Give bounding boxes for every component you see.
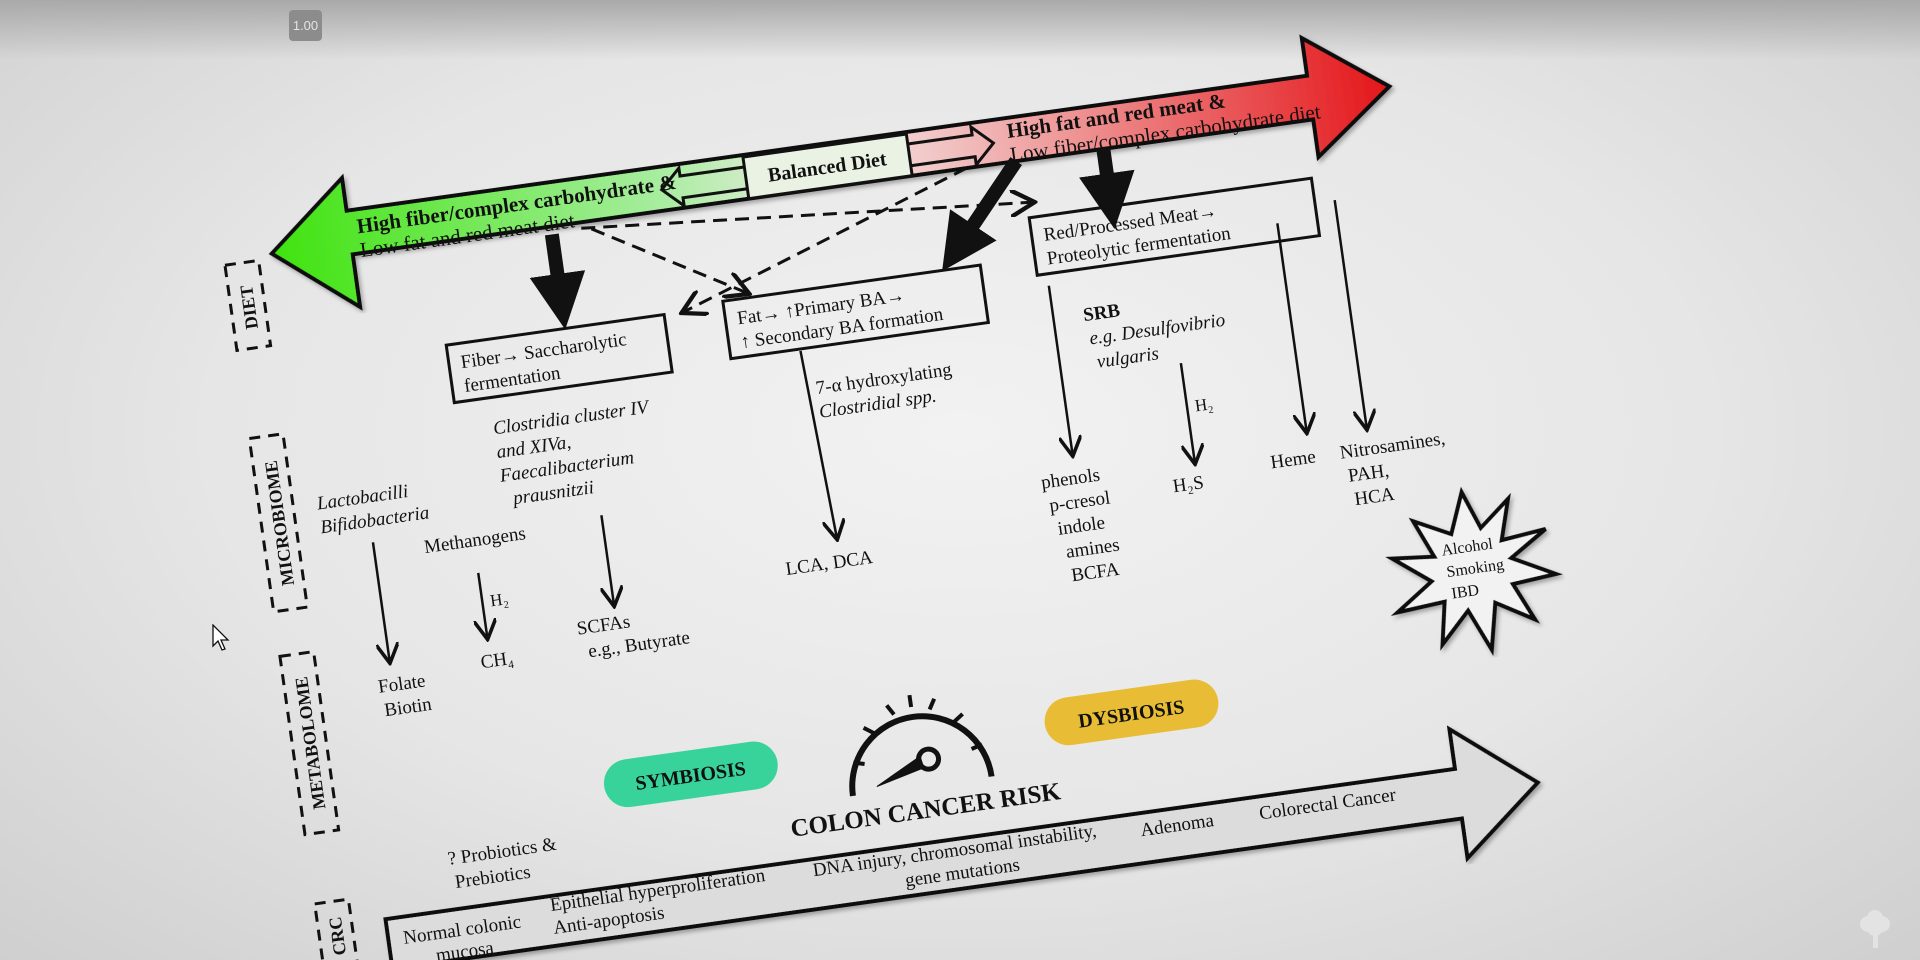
lactobacilli-label: Lactobacilli Bifidobacteria <box>315 481 431 538</box>
symbiosis-badge: SYMBIOSIS <box>603 741 778 808</box>
dysbiosis-badge: DYSBIOSIS <box>1044 679 1219 746</box>
red-meat-box: Red/Processed Meat→ Proteolytic fermenta… <box>1027 176 1322 277</box>
svg-text:? Probiotics &: ? Probiotics & <box>446 834 558 870</box>
lca-dca-label: LCA, DCA <box>784 547 874 580</box>
risk-gauge-icon <box>849 694 995 797</box>
svg-text:SRB: SRB <box>1082 300 1122 326</box>
balanced-left-arrow <box>659 164 748 209</box>
h2-label-srb: H₂ <box>1194 394 1215 415</box>
dashed-arrows <box>581 166 1040 325</box>
scfa-label: SCFAs e.g., Butyrate <box>576 611 692 662</box>
svg-text:METABOLOME: METABOLOME <box>291 675 329 810</box>
svg-text:indole: indole <box>1056 512 1106 539</box>
section-label-microbiome: MICROBIOME <box>247 432 310 614</box>
svg-text:Nitrosamines,: Nitrosamines, <box>1339 428 1447 464</box>
balanced-right-arrow <box>907 123 996 169</box>
section-label-metabolome: METABOLOME <box>278 649 341 837</box>
fat-bile-acid-box: Fat→ ↑Primary BA→ ↑ Secondary BA formati… <box>721 263 991 361</box>
mouse-pointer-icon <box>212 623 230 657</box>
svg-text:PAH,: PAH, <box>1347 460 1391 487</box>
svg-text:mucosa: mucosa <box>435 937 496 960</box>
balanced-diet-box: Balanced Diet <box>741 132 914 201</box>
svg-text:Clostridia cluster IV: Clostridia cluster IV <box>492 396 652 439</box>
svg-text:CRC: CRC <box>325 915 350 956</box>
ch4-label: CH₄ <box>479 648 515 673</box>
svg-text:DIET: DIET <box>236 284 262 330</box>
fiber-fermentation-box: Fiber→ Saccharolytic fermentation <box>444 312 674 405</box>
h2-label-methanogens: H₂ <box>489 589 510 610</box>
h2s-label: H₂S <box>1172 472 1206 497</box>
hydroxylating-label: 7-α hydroxylating Clostridial spp. <box>814 359 953 423</box>
clostridia-label: Clostridia cluster IV and XIVa, Faecalib… <box>492 396 652 509</box>
heme-label: Heme <box>1269 446 1317 473</box>
crc-progression-arrow <box>383 725 1541 960</box>
probiotics-label: ? Probiotics & Prebiotics <box>446 834 558 893</box>
risk-factors-starburst: Alcohol Smoking IBD <box>1385 486 1563 657</box>
zoom-level-badge[interactable]: 1.00 <box>289 10 322 41</box>
tree-icon[interactable] <box>1858 910 1892 955</box>
nitrosamines-label: Nitrosamines, PAH, HCA <box>1339 428 1447 510</box>
svg-text:IBD: IBD <box>1450 582 1480 603</box>
thin-arrows <box>371 199 1379 661</box>
srb-label: SRB e.g. Desulfovibrio vulgaris <box>1082 300 1227 373</box>
svg-text:Folate: Folate <box>377 670 427 697</box>
svg-text:Biotin: Biotin <box>383 694 433 721</box>
proteolytic-products-list: phenols p-cresol indole amines BCFA <box>1040 465 1121 587</box>
svg-text:BCFA: BCFA <box>1070 559 1121 587</box>
folate-biotin-label: Folate Biotin <box>377 670 434 721</box>
section-label-diet: DIET <box>223 258 273 353</box>
section-label-crc: CRC <box>313 897 360 960</box>
methanogens-label: Methanogens <box>423 523 527 558</box>
svg-text:HCA: HCA <box>1353 484 1396 510</box>
svg-text:SCFAs: SCFAs <box>576 611 632 639</box>
svg-text:vulgaris: vulgaris <box>1095 343 1160 372</box>
